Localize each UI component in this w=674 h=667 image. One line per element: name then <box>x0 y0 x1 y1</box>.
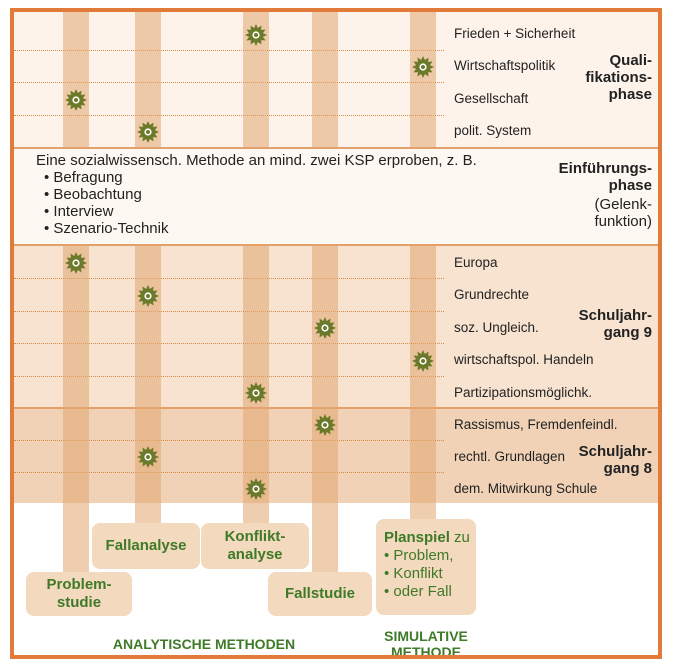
star-marker-icon <box>137 121 159 143</box>
star-marker-icon <box>314 414 336 436</box>
topic-label: Frieden + Sicherheit <box>454 26 576 41</box>
einfuehrung-intro: Eine sozialwissensch. Methode an mind. z… <box>36 152 477 169</box>
method-label: Fallstudie <box>284 585 355 602</box>
topic-label: dem. Mitwirkung Schule <box>454 481 598 496</box>
topic-label: polit. System <box>454 123 532 138</box>
row-separator <box>14 50 444 51</box>
star-marker-icon <box>245 382 267 404</box>
row-separator <box>14 343 444 344</box>
topic-label: Partizipationsmöglichk. <box>454 385 593 400</box>
method-label: Planspiel <box>384 529 450 546</box>
list-item: Konflikt <box>393 565 443 582</box>
phase-label-einfuehrung: Einführungs- phase <box>558 160 652 194</box>
row-separator <box>14 82 444 83</box>
stripe-planspiel <box>410 12 436 147</box>
star-marker-icon <box>245 478 267 500</box>
star-marker-icon <box>412 350 434 372</box>
separator <box>14 147 658 149</box>
method-label: Konflikt- analyse <box>224 528 286 563</box>
topic-label: Europa <box>454 255 498 270</box>
phase-label-klasse9: Schuljahr- gang 9 <box>578 307 652 341</box>
stripe-planspiel <box>410 246 436 524</box>
star-marker-icon <box>412 56 434 78</box>
row-separator <box>14 376 444 377</box>
topic-label: rechtl. Grundlagen <box>454 449 566 464</box>
planspiel-item: • oder Fall <box>384 583 452 600</box>
star-marker-icon <box>314 317 336 339</box>
planspiel-item: • Problem, <box>384 547 454 564</box>
stripe-fallstudie <box>312 12 338 147</box>
star-marker-icon <box>137 446 159 468</box>
row-separator <box>14 440 444 441</box>
einfuehrung-method-list: Befragung Beobachtung Interview Szenario… <box>36 169 477 237</box>
star-marker-icon <box>245 24 267 46</box>
method-box-fallstudie: Fallstudie <box>268 572 372 616</box>
list-item: oder Fall <box>393 583 452 600</box>
stripe-problemstudie <box>63 246 89 576</box>
separator <box>14 244 658 246</box>
topic-label: soz. Ungleich. <box>454 320 539 335</box>
list-item: Interview <box>44 203 477 220</box>
list-item: Problem, <box>393 547 454 564</box>
topic-label: Rassismus, Fremdenfeindl. <box>454 417 618 432</box>
topic-label: Grundrechte <box>454 287 530 302</box>
row-separator <box>14 472 444 473</box>
list-item: Beobachtung <box>44 186 477 203</box>
list-item: Szenario-Technik <box>44 220 477 237</box>
star-marker-icon <box>65 89 87 111</box>
row-separator <box>14 115 444 116</box>
list-item: Befragung <box>44 169 477 186</box>
planspiel-item: • Konflikt <box>384 565 443 582</box>
einfuehrung-text: Eine sozialwissensch. Methode an mind. z… <box>36 152 477 237</box>
topic-label: Wirtschaftspolitik <box>454 58 556 73</box>
stripe-fallstudie <box>312 246 338 576</box>
planspiel-suffix: zu <box>449 529 470 546</box>
star-marker-icon <box>137 285 159 307</box>
phase-label-qualifikation: Quali- fikations- phase <box>585 52 652 103</box>
method-box-planspiel: Planspiel zu • Problem, • Konflikt • ode… <box>376 519 476 615</box>
star-marker-icon <box>65 252 87 274</box>
method-box-konfliktanalyse: Konflikt- analyse <box>201 523 309 569</box>
method-box-problemstudie: Problem- studie <box>26 572 132 616</box>
phase-label-klasse8: Schuljahr- gang 8 <box>578 443 652 477</box>
footer-simulative-methode: SIMULATIVE METHODE <box>384 628 468 659</box>
footer-analytische-methoden: ANALYTISCHE METHODEN <box>112 636 296 652</box>
topic-label: Gesellschaft <box>454 91 529 106</box>
row-separator <box>14 278 444 279</box>
topic-label: wirtschaftspol. Handeln <box>454 352 594 367</box>
method-label: Fallanalyse <box>105 537 187 554</box>
row-separator <box>14 311 444 312</box>
stripe-problemstudie <box>63 12 89 147</box>
diagram-frame: Frieden + Sicherheit Wirtschaftspolitik … <box>10 8 662 659</box>
method-label: Problem- studie <box>46 576 112 611</box>
method-box-fallanalyse: Fallanalyse <box>92 523 200 569</box>
planspiel-title: Planspiel zu <box>384 529 470 547</box>
phase-sublabel-einfuehrung: (Gelenk- funktion) <box>594 196 652 230</box>
